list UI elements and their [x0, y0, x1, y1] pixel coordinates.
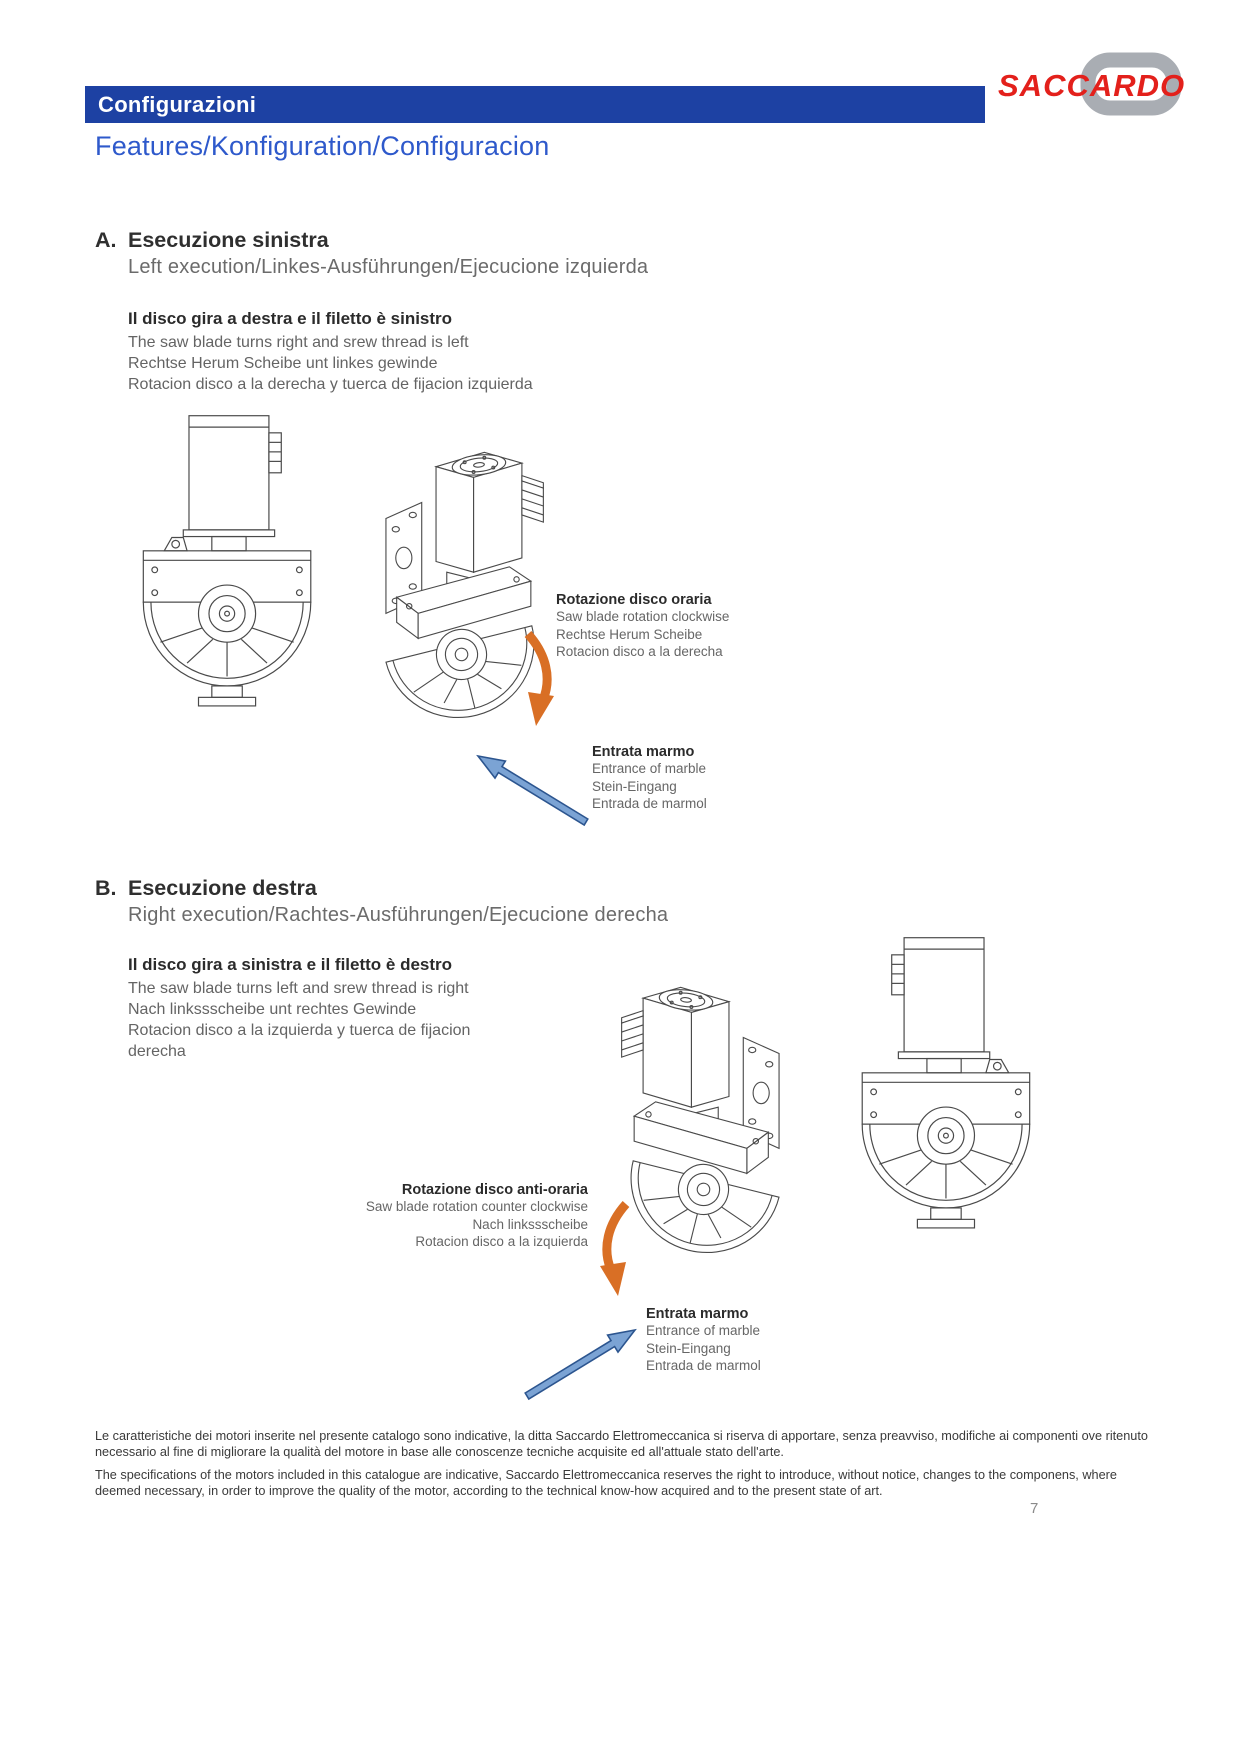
entrance-label-b-bold: Entrata marmo	[646, 1306, 749, 1322]
page-number: 7	[1030, 1500, 1039, 1517]
entrance-label-b: Entrata marmo Entrance of marble Stein-E…	[646, 1306, 761, 1375]
section-b-letter: B.	[95, 876, 117, 900]
section-a-subtitle: Left execution/Linkes-Ausführungen/Ejecu…	[128, 256, 649, 278]
entrance-label-b-line: Stein-Eingang	[646, 1340, 731, 1356]
section-b-subtitle: Right execution/Rachtes-Ausführungen/Eje…	[128, 904, 669, 926]
description-line: Rotacion disco a la derecha y tuerca de …	[128, 376, 533, 393]
rotation-label-b-line: Rotacion disco a la izquierda	[415, 1234, 588, 1249]
logo-ring-shape	[1080, 52, 1182, 116]
clockwise-rotation-arrow-icon	[524, 630, 554, 726]
section-a-heading: A. Esecuzione sinistra	[95, 228, 329, 253]
description-line: The saw blade turns left and srew thread…	[128, 980, 469, 997]
motor-drawing-iso-left-execution	[385, 451, 544, 719]
header-subtitle: Features/Konfiguration/Configuracion	[95, 131, 550, 161]
description-line: derecha	[128, 1043, 186, 1060]
entrance-label-a: Entrata marmo Entrance of marble Stein-E…	[592, 744, 707, 813]
rotation-label-b-bold: Rotazione disco anti-oraria	[401, 1182, 588, 1198]
rotation-label-a: Rotazione disco oraria Saw blade rotatio…	[556, 592, 729, 661]
motor-drawing-side-left-execution	[142, 415, 312, 707]
counter-clockwise-rotation-arrow-icon	[600, 1200, 630, 1296]
rotation-label-a-line: Rechtse Herum Scheibe	[556, 626, 703, 642]
description-bold: Il disco gira a sinistra e il filetto è …	[128, 955, 453, 974]
rotation-label-a-line: Rotacion disco a la derecha	[556, 644, 723, 659]
logo-wordmark: SACCARDO	[998, 68, 1185, 103]
rotation-label-a-line: Saw blade rotation clockwise	[556, 609, 730, 624]
rotation-label-a-bold: Rotazione disco oraria	[556, 592, 712, 608]
entrance-label-a-line: Entrance of marble	[592, 761, 707, 776]
section-b-heading: B. Esecuzione destra	[95, 876, 317, 901]
entrance-label-a-line: Stein-Eingang	[592, 778, 677, 794]
section-a-description: Il disco gira a destra e il filetto è si…	[128, 309, 533, 395]
entrance-label-a-line: Entrada de marmol	[592, 796, 707, 811]
description-line: Rotacion disco a la izquierda y tuerca d…	[128, 1022, 471, 1039]
rotation-label-b-line: Nach linkssscheibe	[472, 1216, 588, 1232]
section-b-description: Il disco gira a sinistra e il filetto è …	[128, 955, 470, 1062]
entrance-label-a-bold: Entrata marmo	[592, 744, 695, 760]
disclaimer-italian: Le caratteristiche dei motori inserite n…	[95, 1429, 1148, 1460]
description-line: Rechtse Herum Scheibe unt linkes gewinde	[128, 355, 438, 372]
saccardo-logo-icon: SACCARDO	[998, 52, 1185, 116]
marble-entrance-arrow-icon	[524, 1328, 637, 1401]
section-a-letter: A.	[95, 228, 117, 252]
entrance-label-b-line: Entrada de marmol	[646, 1358, 761, 1373]
marble-entrance-arrow-icon	[476, 754, 589, 827]
rotation-label-b-line: Saw blade rotation counter clockwise	[365, 1199, 588, 1214]
header-bar: Configurazioni	[85, 86, 985, 123]
motor-drawing-iso-right-execution	[621, 986, 780, 1254]
description-line: Nach linkssscheibe unt rechtes Gewinde	[128, 1001, 417, 1018]
saccardo-logo: SACCARDO	[998, 48, 1190, 136]
motor-drawing-side-right-execution	[861, 937, 1031, 1229]
entrance-label-b-line: Entrance of marble	[646, 1323, 761, 1338]
footer-disclaimer: Le caratteristiche dei motori inserite n…	[95, 1428, 1153, 1499]
description-bold: Il disco gira a destra e il filetto è si…	[128, 309, 453, 328]
description-line: The saw blade turns right and srew threa…	[128, 334, 469, 351]
section-a-title: Esecuzione sinistra	[128, 228, 329, 252]
rotation-label-b: Rotazione disco anti-oraria Saw blade ro…	[300, 1182, 588, 1251]
section-b-title: Esecuzione destra	[128, 876, 317, 900]
disclaimer-english: The specifications of the motors include…	[95, 1467, 1117, 1498]
header-title: Configurazioni	[98, 91, 257, 117]
